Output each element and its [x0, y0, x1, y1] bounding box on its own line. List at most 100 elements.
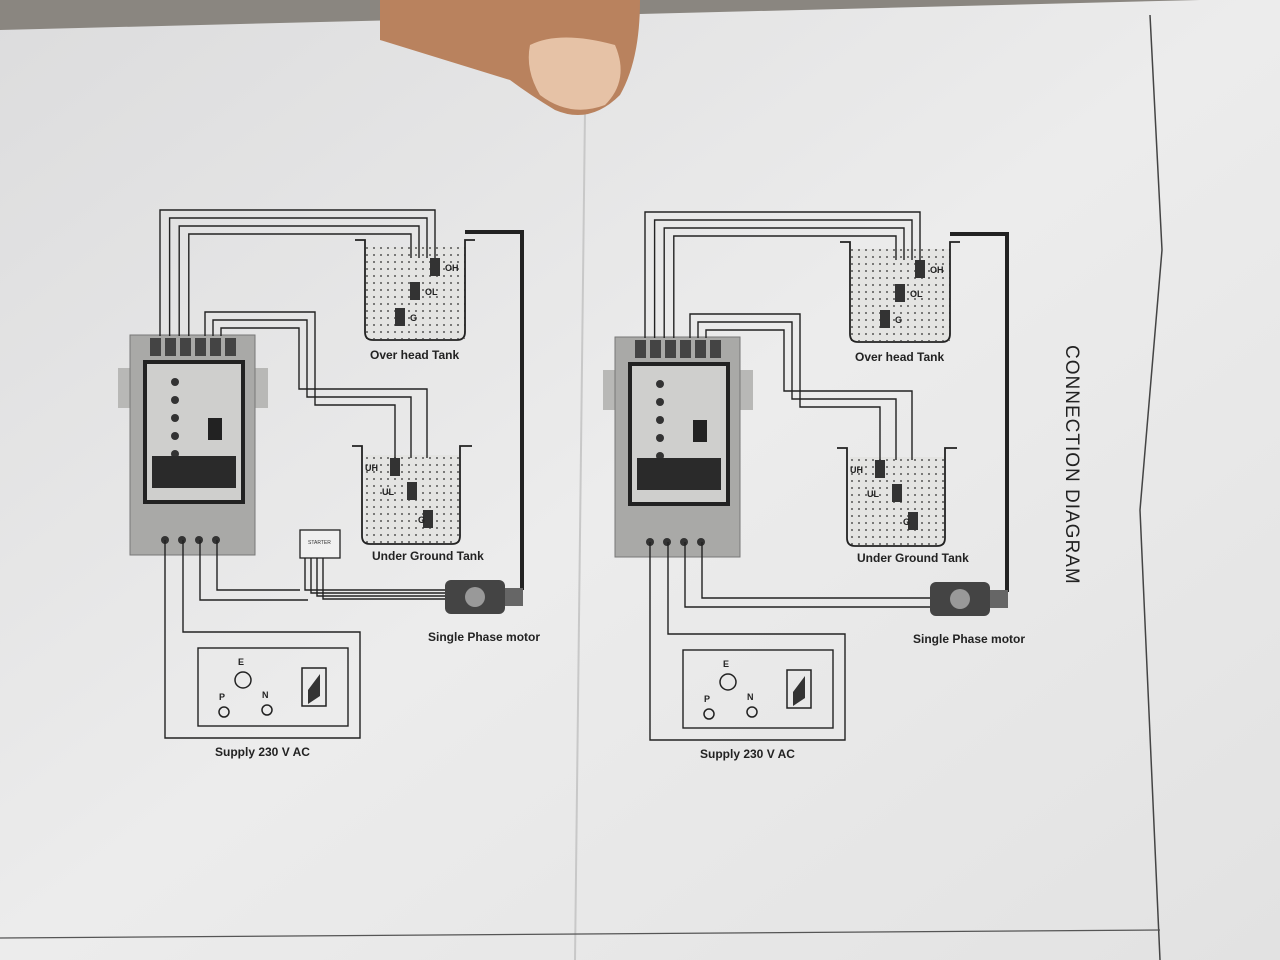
probe [423, 510, 433, 528]
earth-pin [719, 673, 737, 691]
phase-pin [218, 706, 230, 718]
neutral-pin [261, 704, 273, 716]
underground-wire [697, 321, 897, 460]
motor-fan [465, 587, 485, 607]
overhead-tank [840, 241, 960, 343]
probe [430, 258, 440, 276]
terminal-top [635, 340, 646, 358]
overhead-tank-label: Over head Tank [855, 350, 944, 364]
probe [407, 482, 417, 500]
overhead-wire [168, 217, 428, 336]
probe-label: UL [867, 489, 879, 499]
start-stop-buttons [637, 458, 721, 490]
terminal-bottom [178, 536, 186, 544]
terminal-bottom [697, 538, 705, 546]
probe-label: G [895, 315, 902, 325]
indicator-led [656, 434, 664, 442]
terminal-top [210, 338, 221, 356]
probe [915, 260, 925, 278]
probe-label: UL [382, 487, 394, 497]
indicator-led [171, 414, 179, 422]
terminal-top [180, 338, 191, 356]
overhead-wire [178, 225, 420, 336]
underground-tank [352, 445, 472, 545]
probe [908, 512, 918, 530]
motor-label: Single Phase motor [913, 632, 1025, 646]
motor-pump-head [505, 588, 523, 606]
start-stop-buttons [152, 456, 236, 488]
motor-wire [684, 542, 930, 608]
overhead-wire [653, 219, 913, 338]
page-border-bottom [0, 929, 1161, 939]
switch-rocker [308, 674, 320, 704]
supply-wire [164, 540, 361, 739]
overhead-wire [673, 235, 897, 338]
probe [410, 282, 420, 300]
wall-switch [786, 669, 812, 709]
neutral-pin [746, 706, 758, 718]
terminal-top [710, 340, 721, 358]
underground-wire [204, 311, 396, 458]
switch-rocker [793, 676, 805, 706]
starter-wire [304, 558, 445, 591]
indicator-led [656, 398, 664, 406]
probe-label: OH [445, 263, 459, 273]
control-wire [199, 540, 308, 601]
probe [390, 458, 400, 476]
underground-tank-label: Under Ground Tank [372, 549, 484, 563]
terminal-label: N [262, 690, 269, 700]
terminal-top [695, 340, 706, 358]
overhead-wire [644, 211, 921, 338]
probe-label: OL [910, 289, 923, 299]
probe-label: OL [425, 287, 438, 297]
starter-label: STARTER [308, 540, 331, 546]
supply-wire [649, 542, 846, 741]
terminal-top [225, 338, 236, 356]
terminal-top [650, 340, 661, 358]
wall-switch [301, 667, 327, 707]
terminal-label: P [219, 692, 225, 702]
probe-label: UH [850, 465, 863, 475]
page-border [1139, 14, 1163, 960]
indicator-led [656, 380, 664, 388]
probe [880, 310, 890, 328]
terminal-label: P [704, 694, 710, 704]
overhead-wire [663, 227, 905, 338]
terminal-bottom [663, 538, 671, 546]
indicator-led [171, 432, 179, 440]
overhead-wire [159, 209, 436, 336]
terminal-bottom [680, 538, 688, 546]
probe-label: G [418, 515, 425, 525]
probe-label: G [410, 313, 417, 323]
overhead-tank [355, 239, 475, 341]
starter-wire [310, 558, 445, 594]
terminal-label: N [747, 692, 754, 702]
supply-label: Supply 230 V AC [215, 745, 310, 759]
underground-wire [212, 319, 412, 458]
terminal-top [150, 338, 161, 356]
motor-label: Single Phase motor [428, 630, 540, 644]
supply-socket-board [197, 647, 349, 727]
terminal-label: E [723, 659, 729, 669]
terminal-bottom [212, 536, 220, 544]
underground-wire [689, 313, 881, 460]
terminal-top [165, 338, 176, 356]
fingernail [528, 37, 621, 110]
mode-switch [208, 418, 222, 440]
mode-switch [693, 420, 707, 442]
phase-pin [703, 708, 715, 720]
motor-wire [701, 542, 930, 599]
underground-tank [837, 447, 957, 547]
indicator-led [171, 378, 179, 386]
motor-pipe [465, 230, 524, 590]
underground-wire [220, 327, 428, 458]
probe-label: UH [365, 463, 378, 473]
probe-label: G [903, 517, 910, 527]
motor-fan [950, 589, 970, 609]
probe [875, 460, 885, 478]
probe-label: OH [930, 265, 944, 275]
terminal-bottom [195, 536, 203, 544]
